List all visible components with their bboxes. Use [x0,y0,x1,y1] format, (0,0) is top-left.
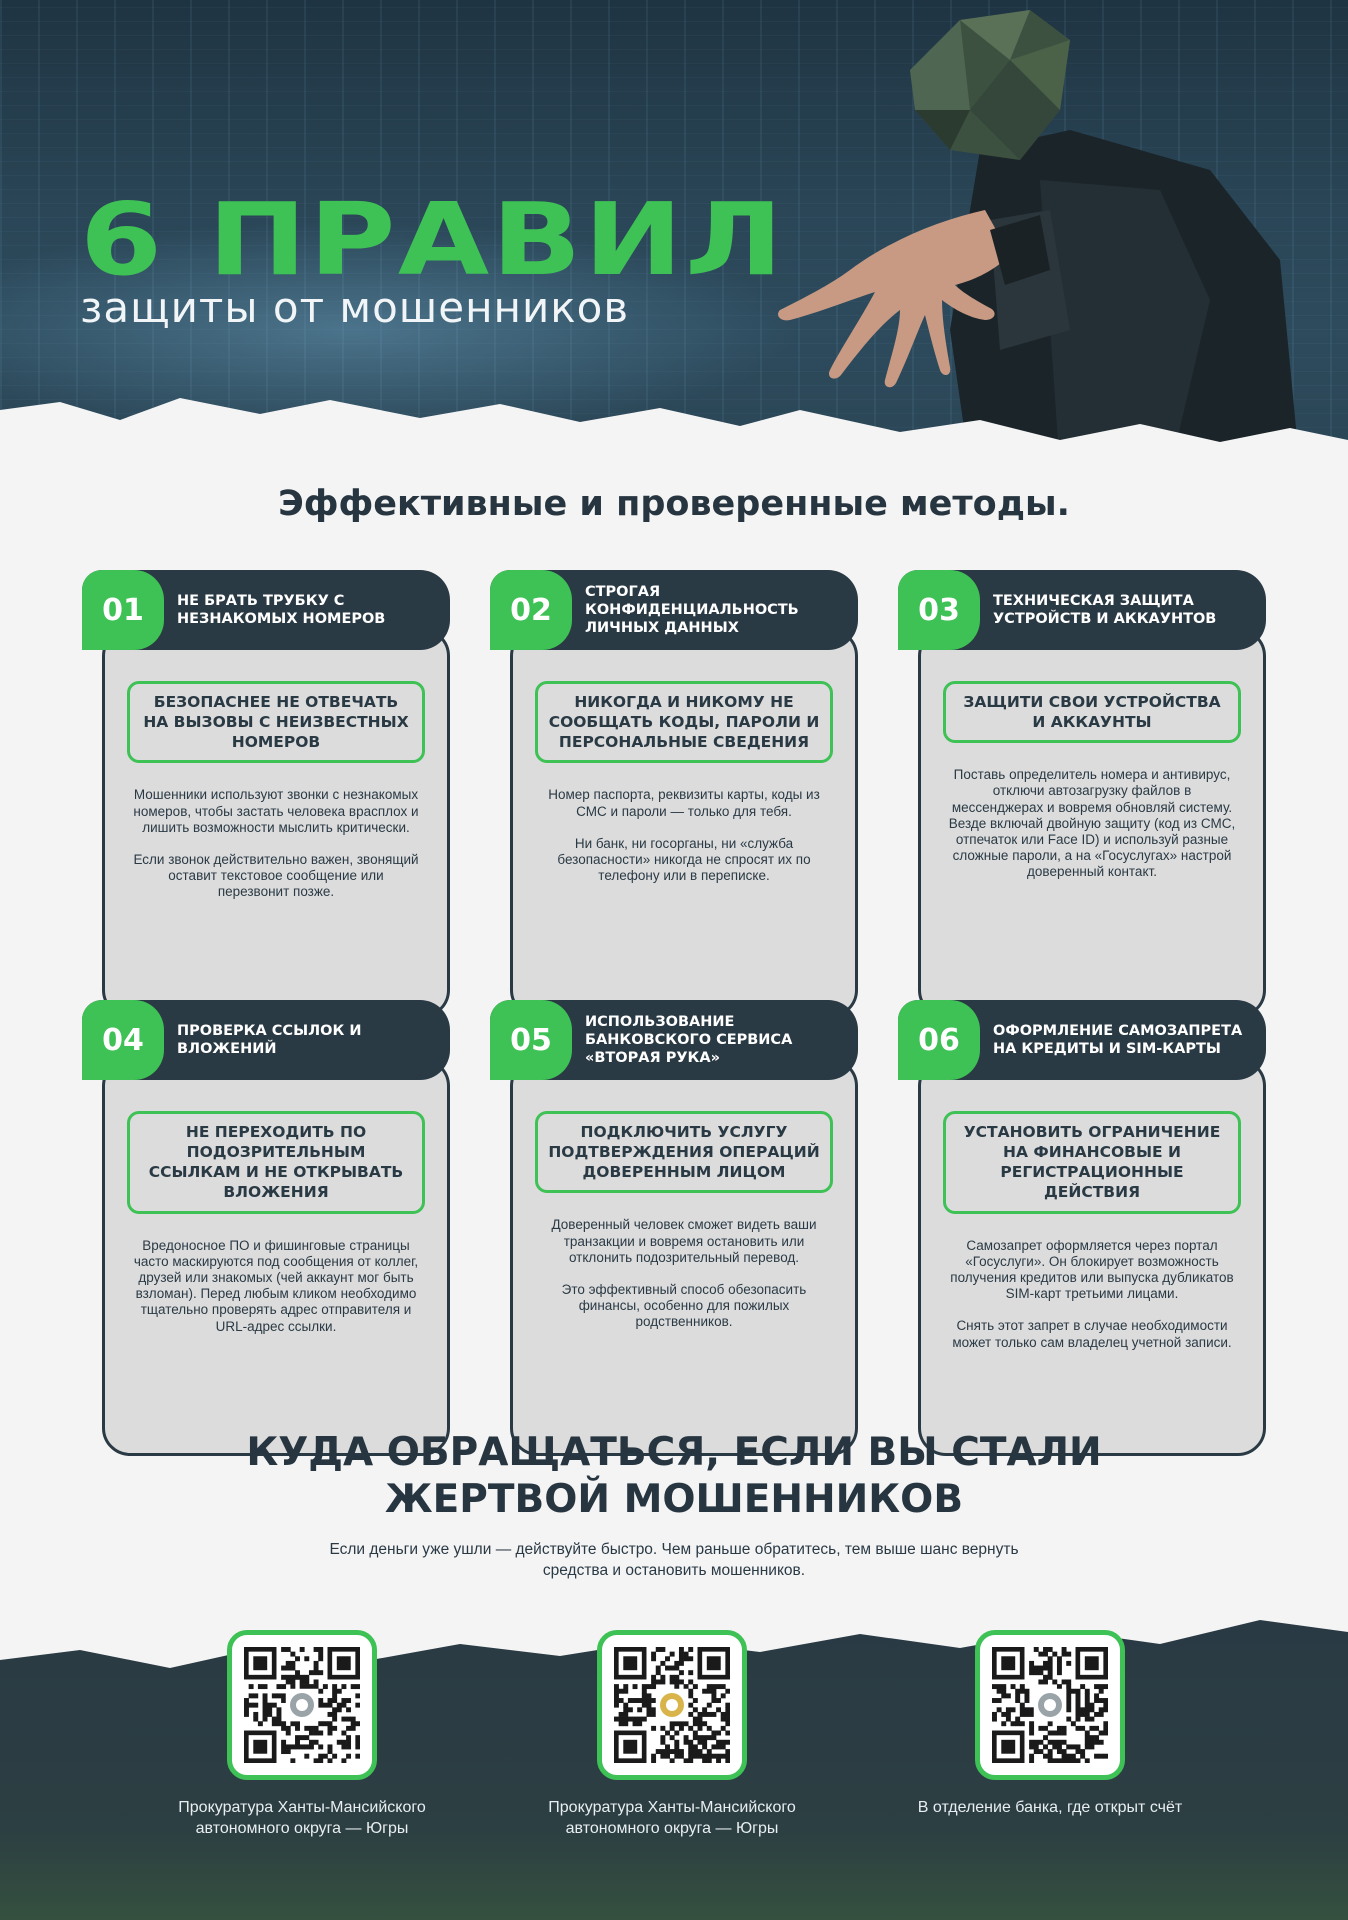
rule-panel: ЗАЩИТИ СВОИ УСТРОЙСТВА И АККАУНТЫ Постав… [918,628,1266,1018]
rule-panel: НИКОГДА И НИКОМУ НЕ СООБЩАТЬ КОДЫ, ПАРОЛ… [510,628,858,1018]
rule-body: Поставь определитель номера и антивирус,… [947,767,1237,880]
rule-paragraph: Это эффективный способ обезопасить финан… [561,1281,807,1330]
coat-of-arms-icon [290,1693,314,1717]
rule-callout: НИКОГДА И НИКОМУ НЕ СООБЩАТЬ КОДЫ, ПАРОЛ… [535,681,833,764]
rule-paragraph: Поставь определитель номера и антивирус,… [948,767,1236,880]
rule-callout: УСТАНОВИТЬ ОГРАНИЧЕНИЕ НА ФИНАНСОВЫЕ И Р… [943,1111,1241,1214]
rule-callout: ЗАЩИТИ СВОИ УСТРОЙСТВА И АККАУНТЫ [943,681,1241,744]
rule-panel: ПОДКЛЮЧИТЬ УСЛУГУ ПОДТВЕРЖДЕНИЯ ОПЕРАЦИЙ… [510,1058,858,1456]
rule-header: 01 НЕ БРАТЬ ТРУБКУ С НЕЗНАКОМЫХ НОМЕРОВ [82,570,450,650]
rule-header: 06 ОФОРМЛЕНИЕ САМОЗАПРЕТА НА КРЕДИТЫ И S… [898,1000,1266,1080]
rule-header: 04 ПРОВЕРКА ССЫЛОК И ВЛОЖЕНИЙ [82,1000,450,1080]
rule-callout: ПОДКЛЮЧИТЬ УСЛУГУ ПОДТВЕРЖДЕНИЯ ОПЕРАЦИЙ… [535,1111,833,1194]
contact-subtitle: Если деньги уже ушли — действуйте быстро… [329,1541,1019,1579]
rule-paragraph: Самозапрет оформляется через портал «Гос… [950,1237,1234,1302]
qr-label: Прокуратура Ханты-Мансийского автономног… [178,1799,426,1837]
rule-panel: БЕЗОПАСНЕЕ НЕ ОТВЕЧАТЬ НА ВЫЗОВЫ С НЕИЗВ… [102,628,450,1018]
qr-label: В отделение банка, где открыт счёт [917,1799,1183,1816]
regional-emblem-icon [660,1693,684,1717]
rule-number: 06 [898,1000,980,1080]
contact-heading: КУДА ОБРАЩАТЬСЯ, ЕСЛИ ВЫ СТАЛИ ЖЕРТВОЙ М… [0,1430,1348,1524]
rule-number: 02 [490,570,572,650]
rule-paragraph: Ни банк, ни госорганы, ни «служба безопа… [557,835,811,884]
hero-title: 6 ПРАВИЛ [80,181,786,298]
qr-block-3: В отделение банка, где открыт счёт [890,1630,1210,1819]
rule-body: Самозапрет оформляется через портал «Гос… [947,1238,1237,1351]
rule-header: 03 ТЕХНИЧЕСКАЯ ЗАЩИТА УСТРОЙСТВ И АККАУН… [898,570,1266,650]
rule-callout: НЕ ПЕРЕХОДИТЬ ПО ПОДОЗРИТЕЛЬНЫМ ССЫЛКАМ … [127,1111,425,1214]
rule-title: ИСПОЛЬЗОВАНИЕ БАНКОВСКОГО СЕРВИСА «ВТОРА… [585,1013,793,1067]
bank-emblem-icon [1038,1693,1062,1717]
contact-heading-line2: ЖЕРТВОЙ МОШЕННИКОВ [384,1476,964,1522]
rule-panel: УСТАНОВИТЬ ОГРАНИЧЕНИЕ НА ФИНАНСОВЫЕ И Р… [918,1058,1266,1456]
qr-block-2: Прокуратура Ханты-Мансийского автономног… [512,1630,832,1840]
rule-callout: БЕЗОПАСНЕЕ НЕ ОТВЕЧАТЬ НА ВЫЗОВЫ С НЕИЗВ… [127,681,425,764]
methods-heading: Эффективные и проверенные методы. [278,484,1070,524]
qr-code[interactable] [227,1630,377,1780]
qr-code[interactable] [597,1630,747,1780]
rule-paragraph: Доверенный человек сможет видеть ваши тр… [551,1217,817,1265]
rule-body: Доверенный человек сможет видеть ваши тр… [539,1217,829,1330]
qr-code[interactable] [975,1630,1125,1780]
rule-body: Вредоносное ПО и фишинговые страницы час… [131,1238,421,1335]
rule-number: 04 [82,1000,164,1080]
rule-paragraph: Снять этот запрет в случае необходимости… [952,1318,1232,1350]
light-glow [0,220,800,440]
rule-title: ТЕХНИЧЕСКАЯ ЗАЩИТА УСТРОЙСТВ И АККАУНТОВ [993,592,1217,627]
contact-heading-line1: КУДА ОБРАЩАТЬСЯ, ЕСЛИ ВЫ СТАЛИ [246,1430,1102,1475]
qr-label: Прокуратура Ханты-Мансийского автономног… [548,1799,796,1837]
rule-number: 05 [490,1000,572,1080]
rule-number: 01 [82,570,164,650]
hero-subtitle: защиты от мошенников [80,283,630,332]
torn-paper-edge [0,398,1348,470]
qr-block-1: Прокуратура Ханты-Мансийского автономног… [142,1630,462,1840]
hacker-illustration [778,10,1300,470]
rule-paragraph: Мошенники используют звонки с незнакомых… [133,787,419,835]
rule-title: ПРОВЕРКА ССЫЛОК И ВЛОЖЕНИЙ [177,1022,362,1057]
rule-body: Номер паспорта, реквизиты карты, коды из… [539,787,829,884]
rule-title: СТРОГАЯ КОНФИДЕНЦИАЛЬНОСТЬ ЛИЧНЫХ ДАННЫХ [585,583,799,637]
rule-panel: НЕ ПЕРЕХОДИТЬ ПО ПОДОЗРИТЕЛЬНЫМ ССЫЛКАМ … [102,1058,450,1456]
hero-banner: 6 ПРАВИЛ защиты от мошенников [0,0,1348,470]
rule-number: 03 [898,570,980,650]
rule-body: Мошенники используют звонки с незнакомых… [131,787,421,900]
rule-title: ОФОРМЛЕНИЕ САМОЗАПРЕТА НА КРЕДИТЫ И SIM-… [993,1022,1243,1057]
rule-paragraph: Если звонок действительно важен, звонящи… [133,851,419,900]
rule-title: НЕ БРАТЬ ТРУБКУ С НЕЗНАКОМЫХ НОМЕРОВ [177,592,386,627]
rule-header: 02 СТРОГАЯ КОНФИДЕНЦИАЛЬНОСТЬ ЛИЧНЫХ ДАН… [490,570,858,650]
rule-header: 05 ИСПОЛЬЗОВАНИЕ БАНКОВСКОГО СЕРВИСА «ВТ… [490,1000,858,1080]
rule-paragraph: Вредоносное ПО и фишинговые страницы час… [133,1237,419,1334]
rule-paragraph: Номер паспорта, реквизиты карты, коды из… [548,787,820,819]
